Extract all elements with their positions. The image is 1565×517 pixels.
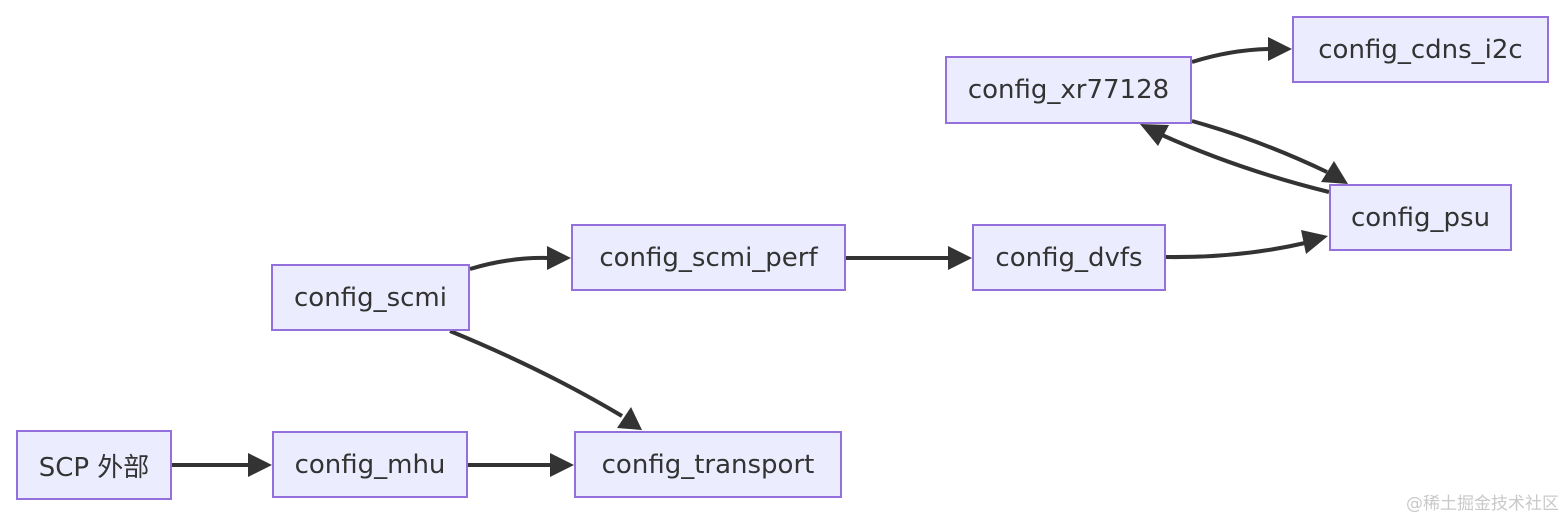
arrowhead-cdns-i2c: [1268, 37, 1292, 61]
arrowhead-psu-from-xr77128: [1321, 161, 1348, 184]
arrowhead-scmi-perf: [547, 246, 571, 270]
arrowhead-dvfs: [948, 246, 972, 270]
arrowhead-psu-from-dvfs: [1301, 230, 1328, 254]
node-scp-external: SCP 外部: [16, 430, 172, 500]
edge-scmi-to-transport: [449, 329, 624, 418]
arrowhead-transport-from-mhu: [550, 453, 574, 477]
edge-dvfs-to-psu: [1165, 241, 1306, 260]
node-config-dvfs: config_dvfs: [972, 224, 1166, 291]
node-config-xr77128: config_xr77128: [945, 56, 1192, 124]
edge-psu-to-xr77128: [1161, 133, 1330, 194]
node-config-scmi-perf: config_scmi_perf: [571, 224, 846, 291]
node-config-cdns-i2c: config_cdns_i2c: [1292, 16, 1549, 83]
arrowhead-transport-from-scmi: [617, 407, 642, 430]
node-config-transport: config_transport: [574, 431, 842, 498]
node-config-scmi: config_scmi: [271, 264, 470, 331]
node-config-mhu: config_mhu: [272, 431, 468, 498]
arrowhead-xr77128-from-psu: [1140, 124, 1169, 146]
edge-xr77128-to-cdns-i2c: [1191, 47, 1269, 64]
watermark-text: @稀土掘金技术社区: [1406, 494, 1559, 514]
edge-xr77128-to-psu: [1191, 119, 1328, 174]
edge-scmi-to-scmi-perf: [469, 255, 549, 271]
arrowhead-mhu: [248, 453, 272, 477]
node-config-psu: config_psu: [1329, 184, 1512, 251]
